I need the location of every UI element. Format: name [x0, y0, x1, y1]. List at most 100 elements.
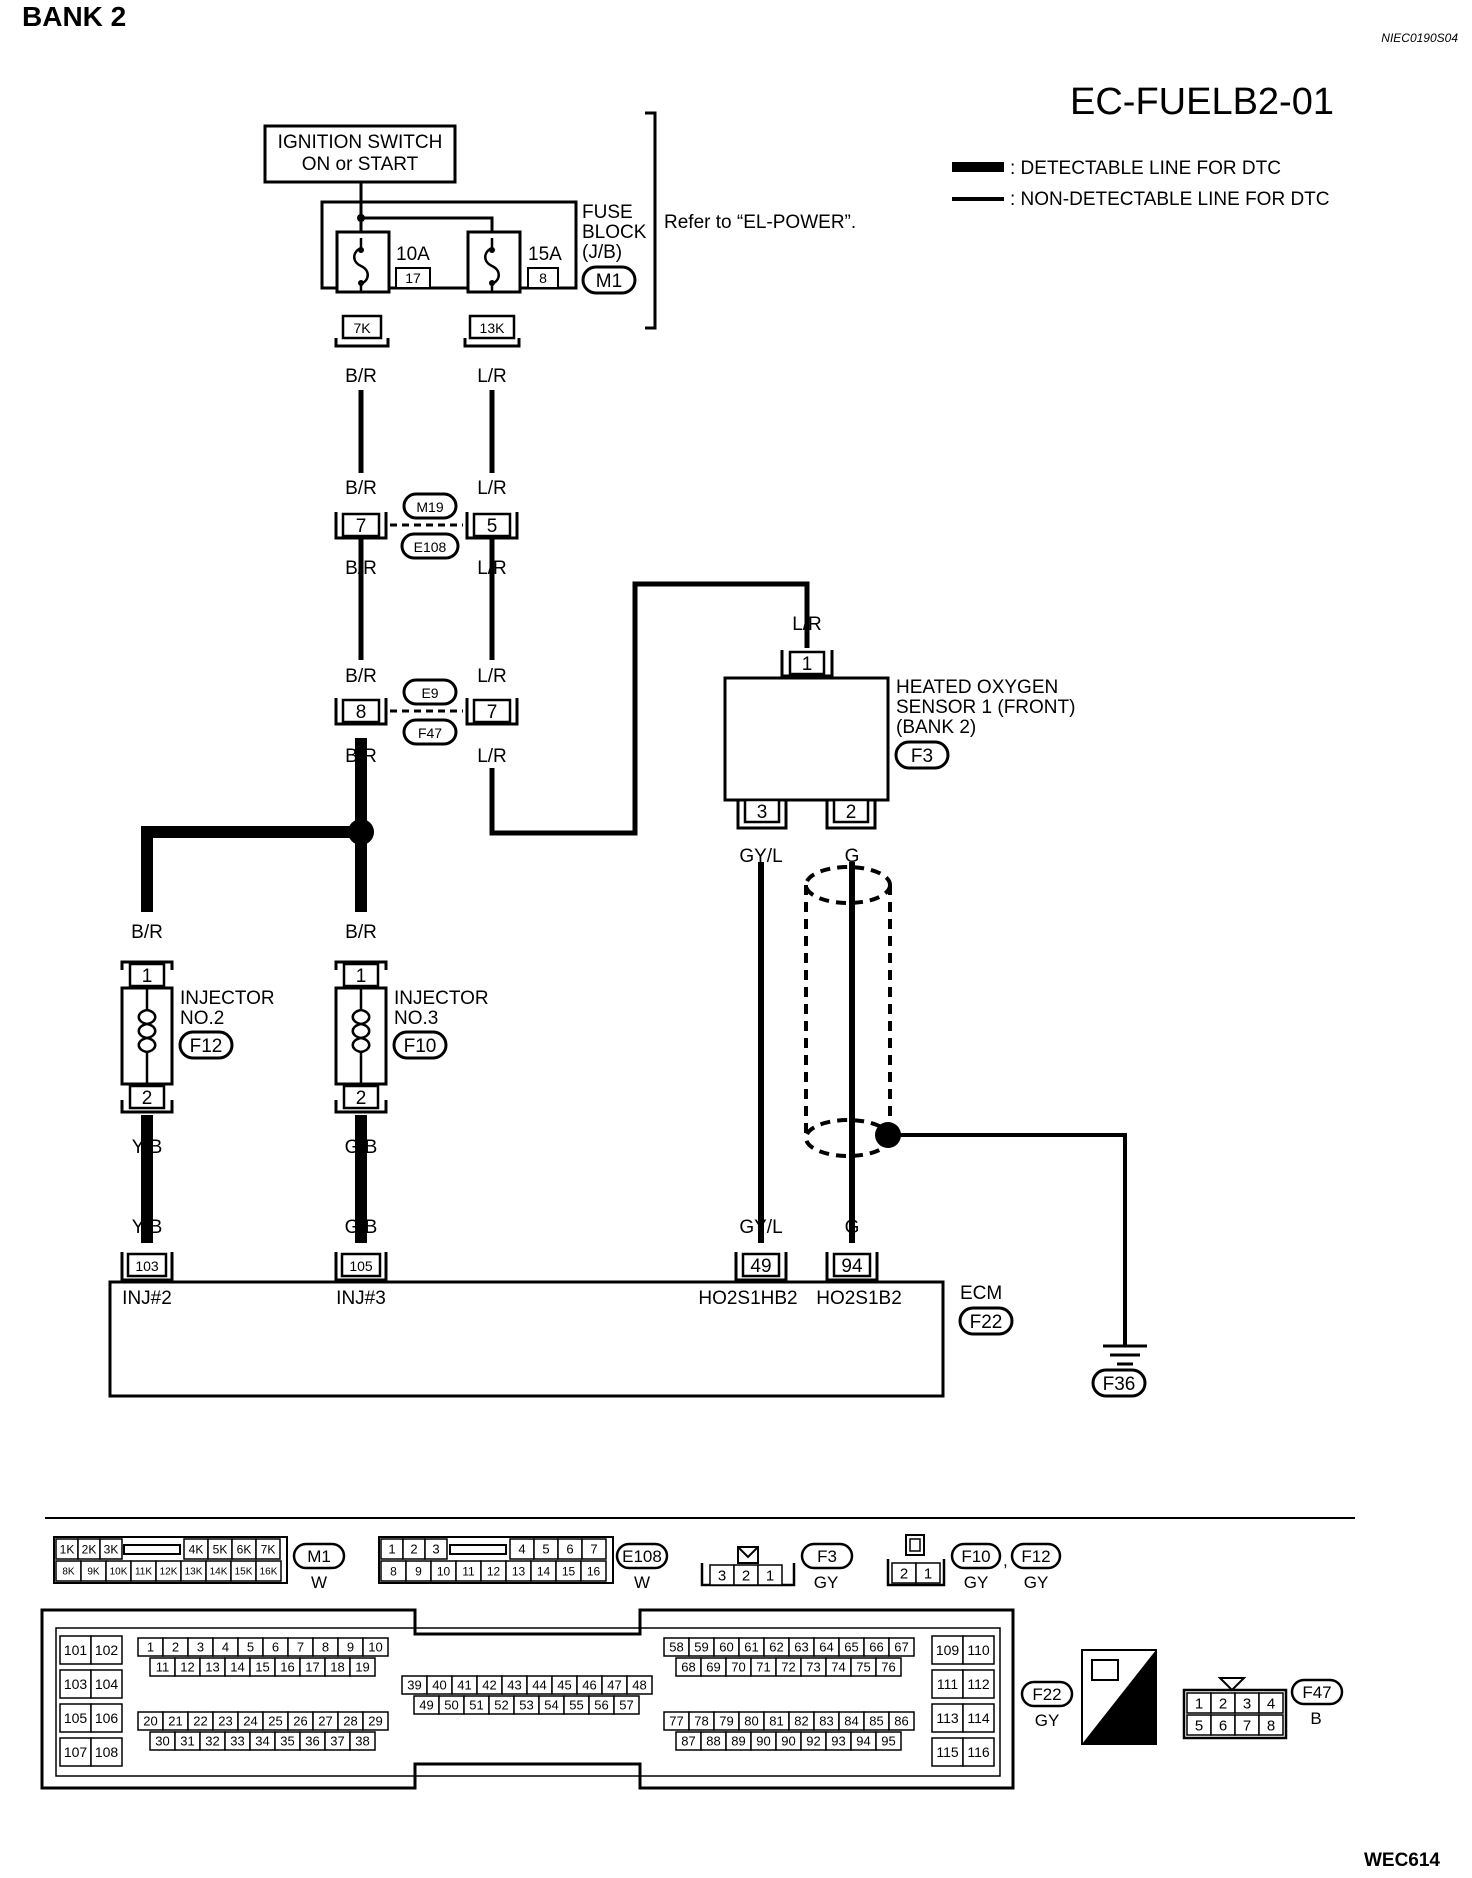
f22-group2-row1-pin: 42 — [482, 1678, 496, 1693]
f22-group2-row2-pin: 49 — [419, 1698, 433, 1713]
f22-group2-row1-pin: 45 — [557, 1678, 571, 1693]
f3-pin: 3 — [718, 1567, 726, 1584]
ecm-pin-105-label: INJ#3 — [336, 1288, 386, 1309]
f10-connector-outline — [886, 1559, 946, 1587]
f22-group1-row1-pin: 10 — [368, 1640, 382, 1655]
f22-group3-row1-pin: 63 — [794, 1640, 808, 1655]
joint1-connector-bottom-badge — [400, 532, 460, 560]
injector3-symbol — [334, 960, 388, 1114]
e108-row2-pin: 8 — [390, 1564, 397, 1578]
f10-pin: 2 — [900, 1565, 908, 1582]
injector3-connector: F10 — [404, 1036, 437, 1057]
f10-pin: 1 — [924, 1565, 932, 1582]
f22-group3-row2-cell — [875, 1657, 902, 1677]
wire-lr-to-sensor — [489, 581, 810, 836]
wire-label-br-5: B/R — [345, 746, 377, 767]
m1-row1-cell — [99, 1538, 123, 1560]
injector2-connector-badge — [178, 1030, 234, 1060]
injector2-connector: F12 — [190, 1036, 223, 1057]
injector2-label-2: NO.2 — [180, 1008, 224, 1029]
joint2-pin-right: 7 — [487, 702, 498, 723]
oxygen-sensor-pin2-terminal — [825, 798, 877, 830]
f22-group3-row2-pin: 68 — [681, 1660, 695, 1675]
m1-row2-pin: 16K — [260, 1567, 278, 1578]
f22-group1-row3-pin: 21 — [168, 1714, 182, 1729]
f22-group1-row2-pin: 14 — [230, 1660, 244, 1675]
e108-row2-cell — [580, 1560, 607, 1582]
f22-group3-row1-pin: 59 — [694, 1640, 708, 1655]
ground-connector-label: F36 — [1103, 1374, 1136, 1395]
non-detectable-line-swatch — [952, 197, 1004, 201]
f22-group3-row4-pin: 93 — [831, 1734, 845, 1749]
ecm-pin-105: 105 — [349, 1258, 373, 1274]
e108-row1-pin: 2 — [410, 1542, 417, 1557]
f47-row2-pin: 8 — [1267, 1717, 1275, 1734]
f22-group2-row1-pin: 41 — [457, 1678, 471, 1693]
f22-right-pair-cell — [931, 1635, 964, 1665]
f12-connector-badge — [1010, 1542, 1062, 1570]
ecm-pin-103: 103 — [135, 1258, 159, 1274]
f22-left-pair-cell — [90, 1635, 123, 1665]
joint1-pin-right: 5 — [487, 516, 498, 537]
ecm-pin-105-terminal — [334, 1252, 388, 1282]
f47-connector-outline — [1182, 1688, 1288, 1740]
f22-group1-row4-pin: 37 — [330, 1734, 344, 1749]
f12-connector-color: GY — [1024, 1573, 1049, 1592]
f22-group1-row3-pin: 29 — [368, 1714, 382, 1729]
f22-right-pair-cell — [931, 1737, 964, 1767]
f10-key-inner — [909, 1538, 921, 1552]
f22-right-pair-pin: 112 — [967, 1676, 990, 1692]
e108-row2-pin: 15 — [562, 1564, 576, 1578]
e108-row2-pin: 12 — [487, 1564, 501, 1578]
hs-symbol-label: H.S. — [1110, 1719, 1145, 1739]
m1-row2-cell — [255, 1560, 282, 1582]
m1-row2-pin: 15K — [235, 1567, 253, 1578]
fuse-block-label-3: (J/B) — [582, 242, 622, 263]
wires — [141, 182, 1127, 1346]
oxygen-sensor-pin-left: 3 — [757, 802, 768, 823]
oxygen-sensor-body — [723, 676, 890, 802]
m1-connector-outline — [53, 1536, 288, 1584]
f22-group1-row1-pin: 1 — [147, 1640, 154, 1655]
f22-group1-row2-pin: 18 — [330, 1660, 344, 1675]
f22-group1-row4-pin: 35 — [280, 1734, 294, 1749]
ecm-body — [108, 1280, 945, 1398]
f22-connector-shell — [40, 1608, 1015, 1790]
f22-group1-row1-pin: 3 — [197, 1640, 204, 1655]
f3-key — [737, 1546, 759, 1564]
wire-label-lr-sensor: L/R — [792, 614, 822, 635]
f22-group1-row1-pin: 8 — [322, 1640, 329, 1655]
e108-row1-pin: 7 — [590, 1542, 597, 1557]
hs-symbol-plug — [1091, 1659, 1119, 1681]
f22-group2-row2-cell — [613, 1695, 640, 1715]
joint1-connector-top-badge — [402, 492, 458, 520]
wire-label-br-injector2: B/R — [131, 922, 163, 943]
e108-connector-color: W — [634, 1573, 650, 1592]
f22-group3-row3-pin: 80 — [744, 1714, 758, 1729]
f22-left-pair-cell — [90, 1669, 123, 1699]
m1-row2-pin: 8K — [62, 1567, 75, 1578]
f22-connector-color: GY — [1035, 1711, 1060, 1730]
m1-row1-pin: 5K — [213, 1542, 228, 1556]
f22-group2-row2-pin: 55 — [569, 1698, 583, 1713]
f22-group1-row2-pin: 11 — [156, 1660, 170, 1675]
f10-connector-label: F10 — [961, 1547, 990, 1566]
f22-left-pair-pin: 101 — [64, 1642, 88, 1658]
e108-row1-cell — [581, 1538, 607, 1560]
f22-group2-row2-pin: 57 — [619, 1698, 633, 1713]
f22-group2-row1-pin: 40 — [432, 1678, 446, 1693]
f47-row1-pin: 4 — [1267, 1695, 1275, 1712]
joint1-pin-left: 7 — [356, 516, 367, 537]
f22-group3-row4-pin: 88 — [706, 1734, 720, 1749]
ignition-switch-box — [263, 124, 457, 184]
fuse-left-amperage: 10A — [396, 244, 430, 265]
joint2-pin-left: 8 — [356, 702, 367, 723]
wire-label-gyl-1: GY/L — [739, 846, 782, 867]
f22-group3-row1-pin: 67 — [894, 1640, 908, 1655]
fuse-right-amperage: 15A — [528, 244, 562, 265]
f22-left-pair-pin: 103 — [64, 1676, 88, 1692]
f22-group2-row1-pin: 44 — [532, 1678, 546, 1693]
oxygen-sensor-label-1: HEATED OXYGEN — [896, 677, 1058, 698]
ground-symbol — [1103, 1344, 1147, 1366]
